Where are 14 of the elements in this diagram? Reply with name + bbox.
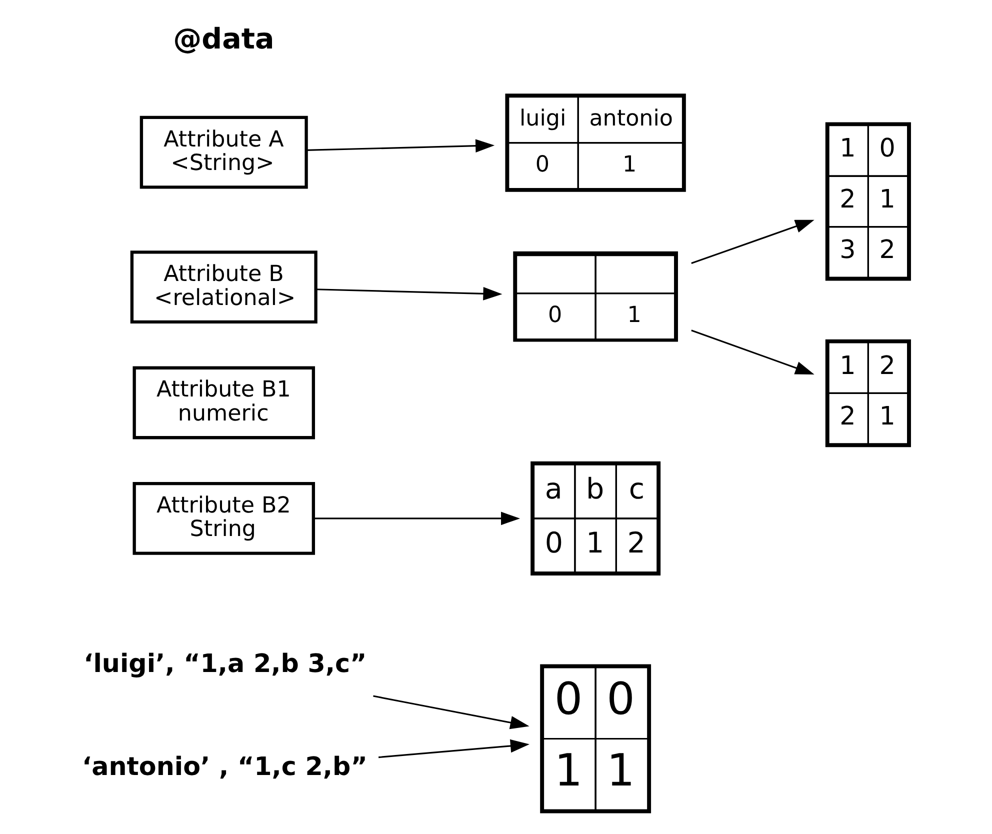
node-box: Attribute B <relational> — [130, 250, 317, 324]
node-text: ‘antonio’ , “1,c 2,b” — [82, 750, 367, 781]
arrow — [690, 220, 814, 264]
arrow — [372, 695, 529, 730]
arrow — [313, 512, 520, 526]
node-box: Attribute B2 String — [132, 482, 315, 555]
arrow — [690, 330, 814, 374]
arrow — [306, 139, 494, 152]
label: @data — [172, 22, 274, 56]
arrow — [378, 739, 529, 758]
node-box: Attribute B1 numeric — [132, 366, 315, 440]
node-box: Attribute A <String> — [139, 116, 308, 189]
arrow — [316, 287, 502, 300]
node-text: ‘luigi’, “1,a 2,b 3,c” — [83, 648, 366, 678]
